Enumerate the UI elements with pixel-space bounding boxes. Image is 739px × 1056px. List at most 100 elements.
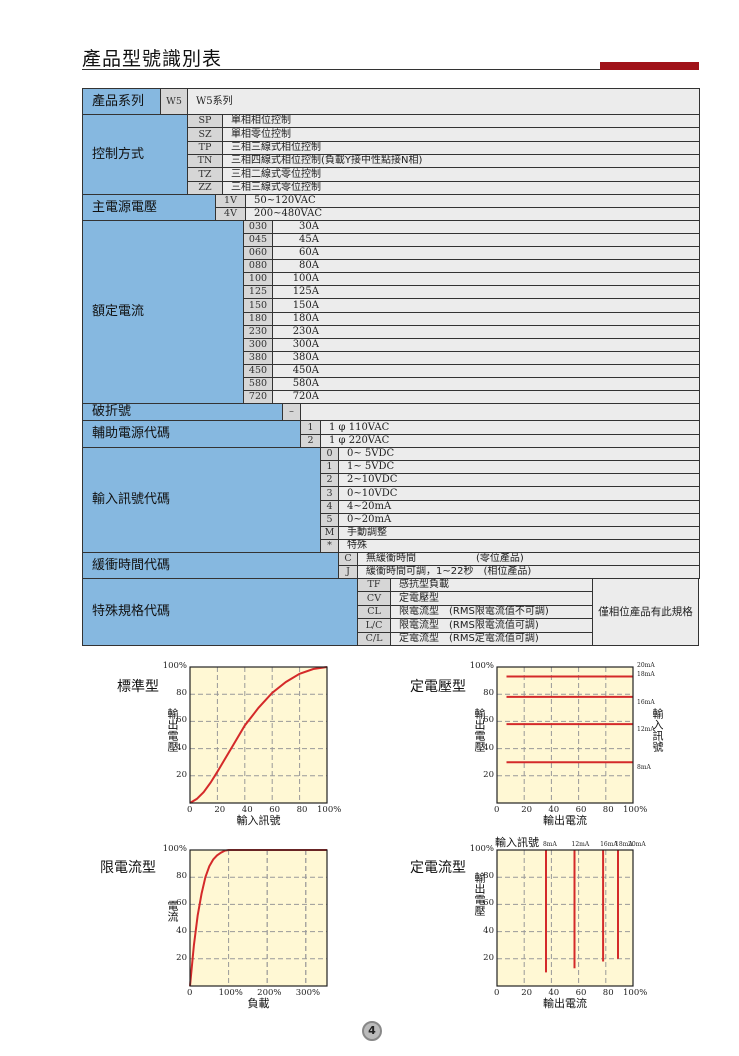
- x-tick-label: 100%: [623, 805, 648, 815]
- section-label-buffer-time-code: 緩衝時間代碼: [82, 552, 339, 579]
- y-tick-label: 20: [483, 952, 494, 963]
- annotation-label: 20mA: [637, 662, 655, 669]
- x-tick-label: 60: [269, 805, 281, 815]
- plot-background: [190, 850, 327, 986]
- x-tick-label: 80: [602, 805, 614, 815]
- section-label-rated-current: 額定電流: [82, 220, 244, 404]
- section-label-dash: 破折號: [82, 403, 283, 421]
- y-tick-label: 60: [176, 898, 187, 909]
- page-number: 4: [362, 1021, 382, 1041]
- value-cell: 定電流型 (RMS定電流值可調): [390, 632, 593, 646]
- x-tick-label: 0: [187, 988, 193, 998]
- plot-frame: [496, 849, 634, 987]
- y-tick-label: 20: [176, 769, 187, 780]
- series-label: 16mA: [637, 698, 655, 706]
- x-axis-label: 輸出電流: [543, 997, 587, 1010]
- title-accent-bar: [600, 62, 699, 70]
- x-tick-label: 80: [602, 988, 614, 998]
- y-tick-label: 60: [176, 715, 187, 726]
- y-tick-label: 100%: [469, 844, 494, 854]
- plot-frame: [496, 666, 634, 804]
- title-divider: [82, 69, 602, 70]
- chart-title: 限電流型: [100, 860, 156, 876]
- current-value: 45A: [299, 234, 319, 245]
- y-tick-label: 100%: [162, 661, 187, 671]
- current-value: 150A: [292, 300, 319, 311]
- y-tick-label: 80: [483, 871, 494, 882]
- y-axis-label: 電流: [166, 900, 179, 922]
- x-tick-label: 60: [575, 988, 587, 998]
- y-tick-label: 100%: [162, 844, 187, 854]
- y-tick-label: 60: [483, 898, 494, 909]
- secondary-axis-label: 輸入訊號: [651, 708, 664, 752]
- secondary-axis-label: 輸入訊號: [495, 836, 539, 849]
- x-tick-label: 20: [521, 988, 533, 998]
- x-tick-label: 40: [241, 805, 253, 815]
- current-value: 580A: [292, 378, 319, 389]
- section-label-input-signal-code: 輸入訊號代碼: [82, 447, 321, 553]
- x-tick-label: 0: [494, 988, 500, 998]
- y-tick-label: 80: [483, 688, 494, 699]
- y-axis-label: 輸出電壓: [473, 708, 486, 752]
- current-value: 125A: [292, 286, 319, 297]
- plot-frame: [189, 849, 328, 987]
- y-tick-label: 20: [176, 952, 187, 963]
- series-label: 16mA: [600, 841, 618, 848]
- current-value: 30A: [299, 221, 319, 232]
- y-tick-label: 60: [483, 715, 494, 726]
- series-label: 8mA: [637, 764, 651, 772]
- page-title: 產品型號識別表: [82, 48, 223, 70]
- x-axis-label: 輸出電流: [543, 814, 587, 827]
- current-value: 100A: [292, 273, 319, 284]
- plot-frame: [189, 666, 328, 804]
- plot-background: [497, 850, 633, 986]
- section-label-control-mode: 控制方式: [82, 114, 188, 195]
- y-tick-label: 80: [176, 871, 187, 882]
- x-tick-label: 100%: [317, 805, 342, 815]
- current-value: 720A: [292, 391, 319, 402]
- x-tick-label: 100%: [623, 988, 648, 998]
- x-tick-label: 20: [214, 805, 226, 815]
- current-value: 450A: [292, 365, 319, 376]
- x-tick-label: 20: [521, 805, 533, 815]
- y-tick-label: 40: [176, 742, 187, 753]
- x-tick-label: 80: [296, 805, 308, 815]
- series-label: 8mA: [542, 841, 557, 848]
- x-tick-label: 100%: [218, 988, 243, 998]
- series-line: [189, 666, 328, 804]
- current-value: 60A: [299, 247, 319, 258]
- x-tick-label: 300%: [295, 988, 321, 998]
- chart-title: 定電流型: [410, 860, 466, 876]
- current-value: 180A: [292, 313, 319, 324]
- x-tick-label: 200%: [257, 988, 282, 998]
- series-label: 18mA: [637, 670, 655, 678]
- y-tick-label: 40: [176, 925, 187, 936]
- x-tick-label: 0: [187, 805, 193, 815]
- y-tick-label: 80: [176, 688, 187, 699]
- current-value: 80A: [299, 260, 319, 271]
- y-tick-label: 40: [483, 925, 494, 936]
- plot-background: [497, 667, 633, 803]
- value-cell: W5系列: [187, 88, 700, 115]
- y-axis-label: 輸出電壓: [166, 708, 179, 752]
- x-tick-label: 40: [548, 988, 560, 998]
- code-cell: W5: [160, 88, 188, 115]
- series-label: 12mA: [637, 726, 655, 734]
- y-tick-label: 100%: [469, 661, 494, 671]
- chart-title: 定電壓型: [410, 679, 466, 695]
- x-tick-label: 40: [548, 805, 560, 815]
- x-axis-label: 輸入訊號: [236, 814, 281, 827]
- series-label: 18mA: [615, 841, 633, 848]
- current-value: 300A: [292, 339, 319, 350]
- y-tick-label: 20: [483, 769, 494, 780]
- section-label-special-spec-code: 特殊規格代碼: [82, 578, 358, 646]
- current-value: 380A: [292, 352, 319, 363]
- x-tick-label: 60: [575, 805, 587, 815]
- current-value: 230A: [292, 326, 319, 337]
- y-axis-label: 輸出電壓: [473, 872, 486, 916]
- y-tick-label: 40: [483, 742, 494, 753]
